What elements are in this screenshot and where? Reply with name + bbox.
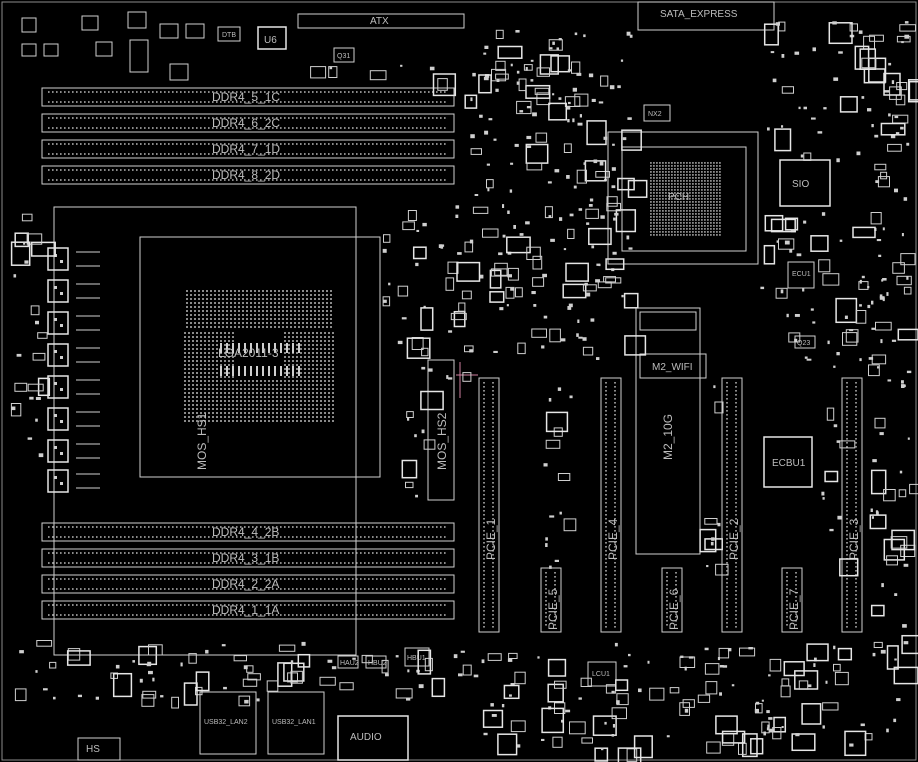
pcie-label: PCIE_3 <box>847 518 861 560</box>
vrm-choke <box>47 247 69 271</box>
sata-express-connector <box>637 1 775 31</box>
pcie-slot <box>478 377 500 633</box>
hs-connector <box>77 737 121 761</box>
vrm-choke <box>47 375 69 399</box>
hbu1-label: HBU1 <box>407 655 426 662</box>
usb32-2-label: USB32_LAN1 <box>272 719 316 726</box>
vrm-choke <box>47 279 69 303</box>
pcie-slot <box>841 377 863 633</box>
atx-label: ATX <box>370 16 389 27</box>
mos-hs2-outline <box>427 359 455 501</box>
pch-outline <box>607 131 759 265</box>
vrm-choke <box>47 407 69 431</box>
ecbu1-label: ECBU1 <box>772 458 806 469</box>
pcie-label: PCIE_6 <box>667 588 681 630</box>
dimm-slot <box>41 165 455 185</box>
vrm-choke <box>47 469 69 493</box>
pcie-label: PCIE_2 <box>727 518 741 560</box>
pcie-slot <box>600 377 622 633</box>
vrm-chokes <box>47 247 100 493</box>
atx-connector <box>297 13 465 29</box>
dimm-label: DDR4_7_1D <box>212 142 280 156</box>
m2-10g-slot <box>635 307 701 555</box>
dimm-label: DDR4_4_2B <box>212 525 279 539</box>
pcie-slot <box>721 377 743 633</box>
dimm-slot <box>41 548 455 568</box>
pcie-label: PCIE_1 <box>484 518 498 560</box>
hau2-label: HAU2 <box>340 660 359 667</box>
cpu-socket-pins <box>184 290 334 422</box>
q23-label: Q23 <box>797 340 810 347</box>
m2-10g-label: M2_10G <box>661 414 675 460</box>
q31-label: Q31 <box>337 53 350 60</box>
pch-label: PCH <box>668 192 689 203</box>
dimm-label: DDR4_6_2C <box>212 116 280 130</box>
pcie-label: PCIE_7 <box>787 588 801 630</box>
pcie-slot <box>661 567 683 633</box>
dimm-label: DDR4_1_1A <box>212 603 279 617</box>
passive-components <box>10 21 918 762</box>
audio-label: AUDIO <box>350 732 382 743</box>
dimm-label: DDR4_5_1C <box>212 90 280 104</box>
dimm-label: DDR4_3_1B <box>212 551 279 565</box>
dimm-slot <box>41 600 455 620</box>
pcie-label: PCIE_4 <box>606 518 620 560</box>
m2-wifi-slot <box>639 353 707 379</box>
vrm-choke <box>47 311 69 335</box>
socket-label: LGA2011-3 <box>218 346 279 360</box>
dimm-label: DDR4_2_2A <box>212 577 279 591</box>
mos-hs2-label: MOS_HS2 <box>435 412 449 470</box>
sata-express-label: SATA_EXPRESS <box>660 9 738 20</box>
dimm-slot <box>41 574 455 594</box>
dimm-slots-upper: DDR4_5_1C DDR4_6_2C DDR4_7_1D DDR4_8_2D <box>41 87 455 185</box>
hbu2-label: HBU2 <box>368 660 387 667</box>
top-left-components <box>21 11 205 81</box>
usb32-1-label: USB32_LAN2 <box>204 719 248 726</box>
dimm-slot <box>41 522 455 542</box>
ecbu1-chip <box>763 436 813 488</box>
audio-connector <box>337 715 409 761</box>
u6-chip <box>257 26 287 50</box>
cpu-socket-outline <box>139 236 381 478</box>
hs-label: HS <box>86 744 100 755</box>
lcu1-label: LCU1 <box>592 671 610 678</box>
vrm-choke <box>47 439 69 463</box>
m2-wifi-label: M2_WIFI <box>652 362 693 373</box>
dimm-label: DDR4_8_2D <box>212 168 280 182</box>
pcie-slot <box>781 567 803 633</box>
dimm-slot <box>41 113 455 133</box>
dimm-slot <box>41 87 455 107</box>
dimm-slots-lower: DDR4_4_2B DDR4_3_1B DDR4_2_2A DDR4_1_1A <box>41 522 455 620</box>
pcie-label: PCIE_5 <box>546 588 560 630</box>
usb32-lan1-port <box>267 691 325 755</box>
ecu1-label: ECU1 <box>792 271 811 278</box>
pch-ball-grid <box>650 162 721 236</box>
mos-hs1-label: MOS_HS1 <box>195 412 209 470</box>
u6-label: U6 <box>264 35 277 46</box>
dtb-label: DTB <box>222 32 236 39</box>
dimm-slot <box>41 139 455 159</box>
sio-label: SIO <box>792 179 809 190</box>
usb32-lan2-port <box>199 691 257 755</box>
vrm-choke <box>47 343 69 367</box>
cpu-keepout-outline <box>53 206 357 656</box>
nx2-label: NX2 <box>648 111 662 118</box>
